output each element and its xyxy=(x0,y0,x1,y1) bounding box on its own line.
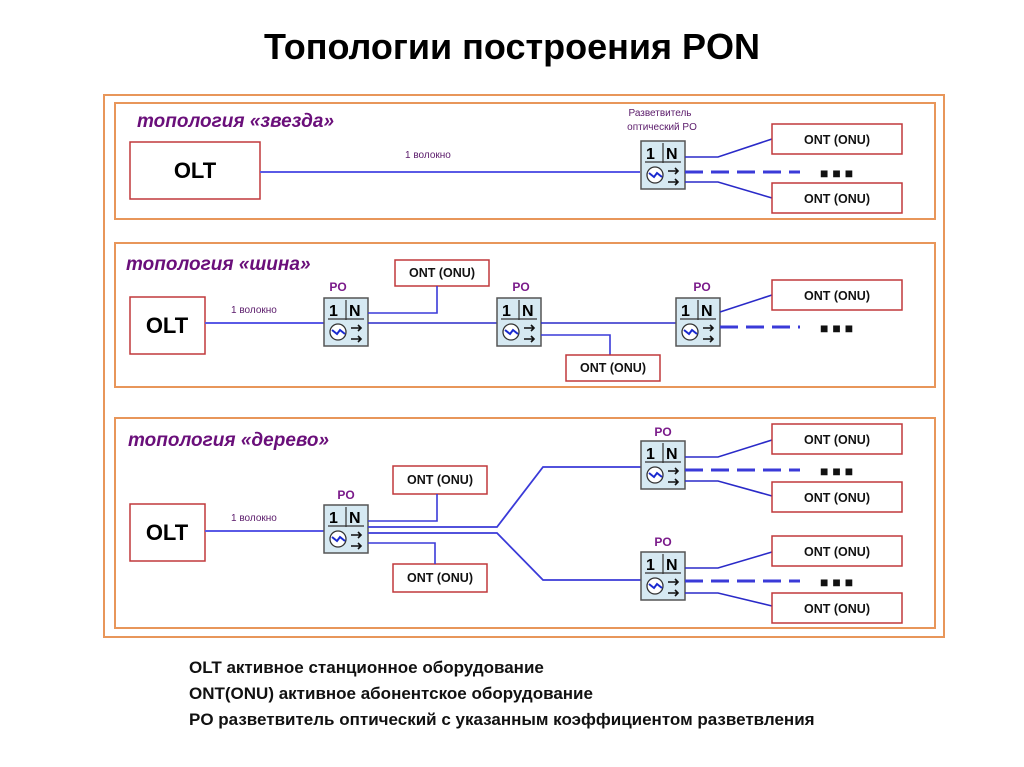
splitter: 1 N xyxy=(640,551,686,601)
section-title: топология «звезда» xyxy=(137,111,334,132)
olt-label: OLT xyxy=(174,158,217,183)
splitter: 1 N xyxy=(323,504,369,554)
ont-label: ONT (ONU) xyxy=(804,192,870,206)
splitter-one: 1 xyxy=(646,557,655,574)
legend-item-po: PO разветвитель оптический с указанным к… xyxy=(189,710,815,729)
splitter-n: N xyxy=(522,303,534,320)
ont-label: ONT (ONU) xyxy=(804,133,870,147)
olt-box xyxy=(129,141,261,200)
ellipsis: ■ ■ ■ xyxy=(820,320,853,336)
legend: OLT активное станционное оборудование ON… xyxy=(189,655,815,733)
ont-label: ONT (ONU) xyxy=(407,571,473,585)
ont-box xyxy=(771,481,903,513)
ont-box xyxy=(771,535,903,567)
ont-label: ONT (ONU) xyxy=(409,266,475,280)
ont-box xyxy=(771,123,903,155)
ont-label: ONT (ONU) xyxy=(804,289,870,303)
ont-label: ONT (ONU) xyxy=(804,491,870,505)
page-title: Топологии построения PON xyxy=(263,26,760,67)
ellipsis: ■ ■ ■ xyxy=(820,574,853,590)
ont-label: ONT (ONU) xyxy=(804,602,870,616)
splitter-n: N xyxy=(666,446,678,463)
section-star-frame xyxy=(114,102,936,220)
ont-box xyxy=(392,465,488,495)
section-star: топология «звезда» OLT 1 волокно Разветв… xyxy=(114,102,936,220)
splitter-n: N xyxy=(666,557,678,574)
fiber-label: 1 волокно xyxy=(231,305,277,316)
splitter-one: 1 xyxy=(646,446,655,463)
po-label: PO xyxy=(654,425,671,439)
ont-box xyxy=(565,354,661,382)
splitter-n: N xyxy=(701,303,713,320)
splitter-n: N xyxy=(666,146,678,163)
section-tree: топология «дерево» OLT 1 волокно PO 1 N … xyxy=(114,417,936,629)
splitter: 1 N xyxy=(323,297,369,347)
po-label: PO xyxy=(693,280,710,294)
legend-item-ont: ONT(ONU) активное абонентское оборудован… xyxy=(189,684,593,703)
po-label: PO xyxy=(337,488,354,502)
splitter-one: 1 xyxy=(329,510,338,527)
ont-box xyxy=(771,592,903,624)
splitter-one: 1 xyxy=(681,303,690,320)
olt-box xyxy=(129,296,206,355)
po-label: PO xyxy=(512,280,529,294)
splitter-n: N xyxy=(349,510,361,527)
splitter-caption: оптический PO xyxy=(627,122,697,133)
olt-label: OLT xyxy=(146,520,189,545)
splitter: 1 N xyxy=(496,297,542,347)
ont-label: ONT (ONU) xyxy=(804,433,870,447)
olt-label: OLT xyxy=(146,313,189,338)
section-bus: топология «шина» OLT 1 волокно PO 1 N ON… xyxy=(114,242,936,388)
ont-box xyxy=(771,182,903,214)
section-title: топология «шина» xyxy=(126,254,311,275)
ont-label: ONT (ONU) xyxy=(804,545,870,559)
ellipsis: ■ ■ ■ xyxy=(820,165,853,181)
splitter-n: N xyxy=(349,303,361,320)
ont-box xyxy=(394,259,490,287)
po-label: PO xyxy=(654,535,671,549)
ont-label: ONT (ONU) xyxy=(407,473,473,487)
ont-box xyxy=(771,423,903,455)
splitter: 1 N xyxy=(640,440,686,490)
section-bus-frame xyxy=(114,242,936,388)
splitter: 1 N xyxy=(675,297,721,347)
ont-box xyxy=(771,279,903,311)
splitter-one: 1 xyxy=(646,146,655,163)
splitter-caption: Разветвитель xyxy=(628,108,691,119)
olt-box xyxy=(129,503,206,562)
ont-label: ONT (ONU) xyxy=(580,361,646,375)
splitter-one: 1 xyxy=(329,303,338,320)
ellipsis: ■ ■ ■ xyxy=(820,463,853,479)
legend-item-olt: OLT активное станционное оборудование xyxy=(189,658,544,677)
ont-box xyxy=(392,563,488,593)
fiber-label: 1 волокно xyxy=(231,513,277,524)
section-tree-frame xyxy=(114,417,936,629)
section-title: топология «дерево» xyxy=(128,430,329,451)
splitter: 1 N xyxy=(640,140,686,190)
outer-frame xyxy=(103,94,945,638)
splitter-one: 1 xyxy=(502,303,511,320)
fiber-label: 1 волокно xyxy=(405,150,451,161)
po-label: PO xyxy=(329,280,346,294)
